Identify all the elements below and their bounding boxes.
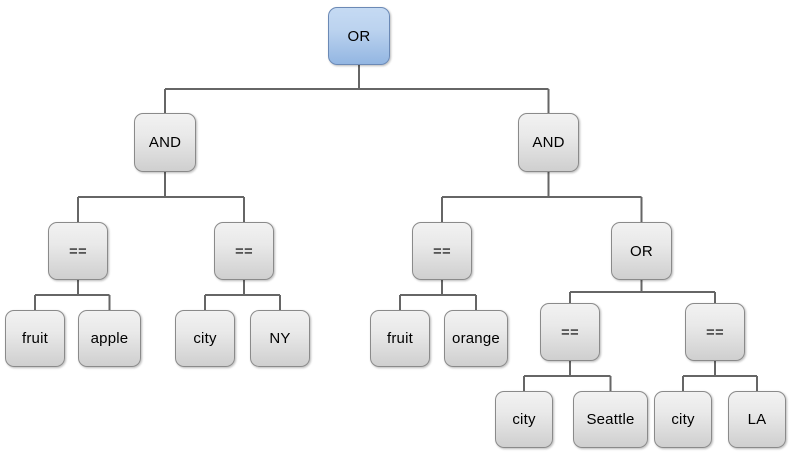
tree-node-or[interactable]: OR [328,7,390,65]
tree-node-label: city [512,411,536,428]
tree-node-and[interactable]: AND [518,113,579,172]
tree-node--[interactable]: == [412,222,472,280]
tree-node-label: fruit [386,330,413,347]
tree-node-label: OR [347,27,371,45]
tree-node-and[interactable]: AND [134,113,196,172]
tree-node-label: orange [452,330,500,347]
tree-node--[interactable]: == [214,222,274,280]
tree-node-seattle[interactable]: Seattle [573,391,648,448]
tree-node-label: apple [90,330,129,347]
tree-node-city[interactable]: city [495,391,553,448]
tree-node-label: == [433,242,451,260]
tree-node-ny[interactable]: NY [250,310,310,367]
tree-node-label: == [561,323,579,341]
tree-node-city[interactable]: city [175,310,235,367]
tree-node-label: OR [630,242,653,260]
tree-node-orange[interactable]: orange [444,310,508,367]
tree-node-label: LA [747,411,767,428]
tree-node--[interactable]: == [540,303,600,361]
tree-node-fruit[interactable]: fruit [5,310,65,367]
tree-node-or[interactable]: OR [611,222,672,280]
tree-node-la[interactable]: LA [728,391,786,448]
tree-node-label: fruit [21,330,48,347]
tree-node-label: == [706,323,724,341]
tree-node-label: == [69,242,87,260]
tree-node-city[interactable]: city [654,391,712,448]
tree-node-label: == [235,242,253,260]
tree-node-label: AND [532,134,565,151]
tree-node-fruit[interactable]: fruit [370,310,430,367]
tree-node-label: NY [269,330,291,347]
tree-node-label: city [193,330,217,347]
tree-node--[interactable]: == [48,222,108,280]
tree-node-apple[interactable]: apple [78,310,141,367]
tree-node-label: Seattle [586,411,635,428]
tree-node--[interactable]: == [685,303,745,361]
tree-node-label: city [671,411,695,428]
tree-node-label: AND [148,134,182,151]
